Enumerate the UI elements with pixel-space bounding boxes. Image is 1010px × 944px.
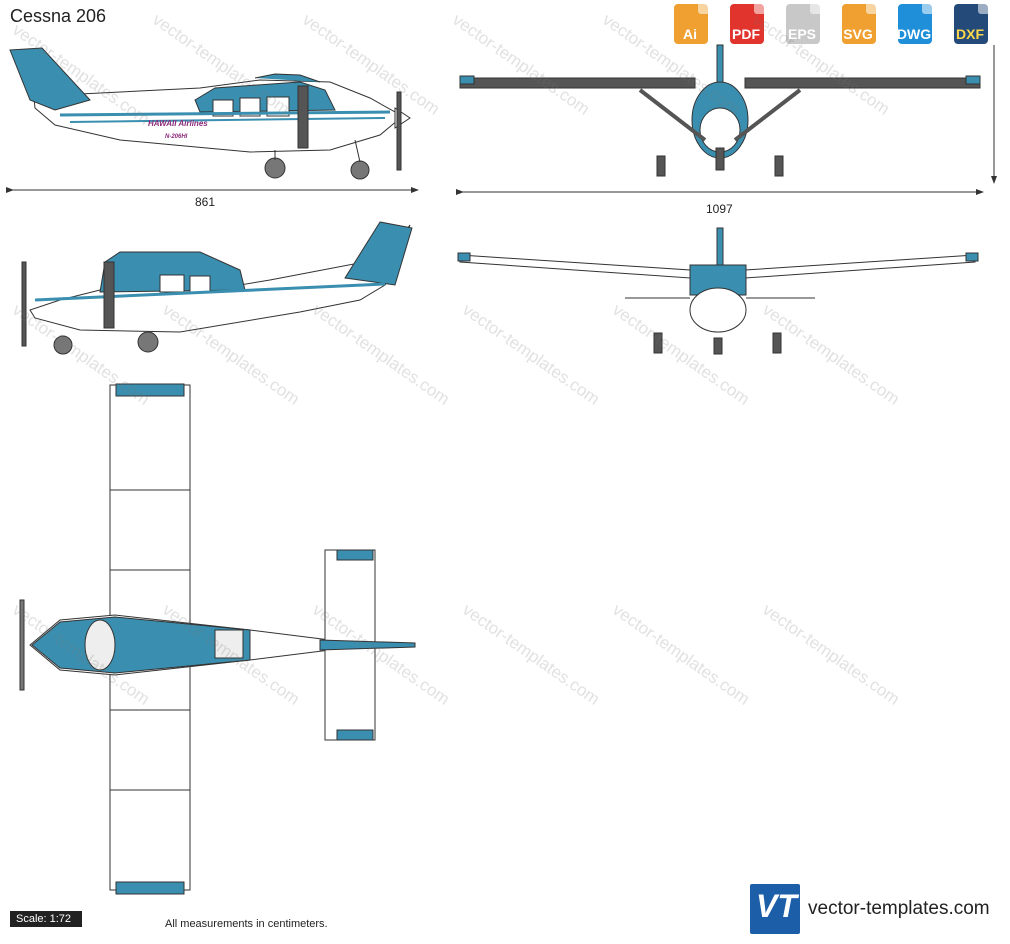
strut — [733, 88, 802, 142]
side-view-right — [9, 47, 411, 180]
cowling — [699, 107, 741, 153]
side-view-left — [21, 221, 413, 355]
format-pdf-label: PDF — [732, 26, 760, 42]
dxf-file-icon — [954, 4, 988, 44]
length-dimension: 861 — [195, 195, 216, 209]
tail-cone — [319, 639, 416, 651]
wingtip — [459, 75, 475, 85]
front-view — [459, 44, 981, 177]
fuselage-lower — [689, 287, 747, 333]
window — [266, 96, 290, 117]
format-dwg-label: DWG — [896, 26, 932, 42]
tail-fin — [344, 221, 413, 286]
format-dxf-label: DXF — [956, 26, 984, 42]
format-svg-label: SVG — [843, 26, 873, 42]
wheel — [772, 332, 782, 354]
wing-root — [254, 73, 321, 83]
dwg-file-icon — [898, 4, 932, 44]
wing-right — [744, 77, 981, 89]
wingtip — [965, 252, 979, 262]
wheel — [350, 160, 370, 180]
window — [239, 97, 261, 117]
propeller — [21, 261, 27, 347]
format-svg-button[interactable]: SVG — [834, 4, 882, 48]
propeller — [19, 599, 25, 691]
strut — [297, 85, 309, 149]
wheel — [656, 155, 666, 177]
windshield — [84, 619, 116, 671]
wingtip — [115, 383, 185, 397]
wingtip — [965, 75, 981, 85]
fuselage — [29, 224, 411, 333]
nose-wheel — [713, 337, 723, 355]
strut — [638, 88, 707, 142]
gear-leg — [354, 139, 361, 163]
elevator-tip — [336, 729, 374, 741]
vt-logo-icon: VT — [750, 884, 800, 934]
top-view — [19, 383, 416, 895]
brand-text: vector-templates.com — [808, 898, 990, 919]
measurement-note: All measurements in centimeters. — [165, 918, 328, 930]
propeller — [396, 91, 402, 171]
format-pdf-button[interactable]: PDF — [722, 4, 770, 48]
wing-right — [744, 254, 976, 279]
fuselage-top — [31, 616, 251, 674]
format-dwg-button[interactable]: DWG — [890, 4, 938, 48]
scale-badge: Scale: 1:72 — [10, 911, 82, 927]
wingspan-dimension: 1097 — [706, 202, 733, 216]
nose-wheel — [715, 147, 725, 171]
window — [159, 274, 185, 293]
format-eps-label: EPS — [787, 26, 816, 42]
eps-file-icon — [786, 4, 820, 44]
wheel — [53, 335, 73, 355]
wingtip — [457, 252, 471, 262]
ai-file-icon — [674, 4, 708, 44]
format-ai-label: Ai — [683, 26, 697, 42]
svg-file-icon — [842, 4, 876, 44]
wingtip — [115, 881, 185, 895]
page-title: Cessna 206 — [10, 6, 107, 26]
rear-view — [457, 227, 979, 355]
format-ai-button[interactable]: Ai — [666, 4, 714, 48]
wheel — [137, 331, 159, 353]
window — [189, 275, 211, 293]
tail-fin — [716, 227, 724, 271]
format-dxf-button[interactable]: DXF — [946, 4, 994, 48]
rear-window — [214, 629, 244, 659]
wing-left — [459, 77, 696, 89]
stripe — [34, 282, 386, 302]
pdf-file-icon — [730, 4, 764, 44]
wheel — [264, 157, 286, 179]
stripe — [69, 117, 386, 123]
logo-text: VT — [756, 888, 797, 924]
brand-link[interactable]: VT vector-templates.com — [750, 884, 990, 934]
stripe — [59, 110, 391, 117]
strut — [103, 261, 115, 329]
wheel — [774, 155, 784, 177]
format-buttons: Ai PDF EPS SVG DWG DXF — [666, 4, 994, 48]
tail-fin — [9, 47, 91, 111]
elevator-tip — [336, 549, 374, 561]
airline-livery-text: HAWAII Airlines — [148, 119, 208, 128]
format-eps-button[interactable]: EPS — [778, 4, 826, 48]
wheel — [653, 332, 663, 354]
wing-left — [459, 254, 691, 279]
registration-text: N-206HI — [165, 134, 188, 140]
